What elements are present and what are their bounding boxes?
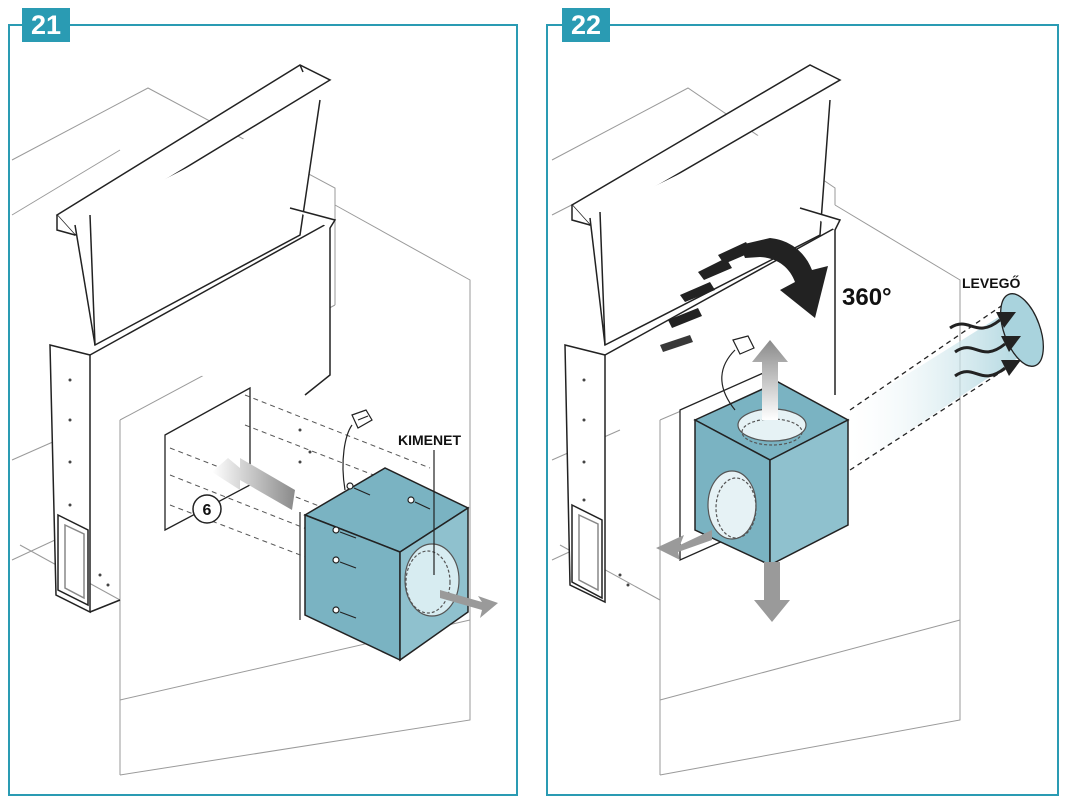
downdraft-hood-22	[564, 64, 842, 604]
downdraft-hood	[49, 64, 337, 614]
up-arrow	[752, 340, 788, 420]
step-21-drawing	[11, 64, 498, 776]
step-22-drawing	[551, 64, 1044, 776]
hood-screw-dots	[68, 378, 312, 587]
down-arrow	[754, 562, 790, 622]
hood-screw-dots-22	[582, 378, 630, 587]
power-connector	[342, 409, 373, 491]
part-number-label: 6	[203, 502, 212, 519]
rotation-arc	[660, 238, 828, 352]
air-flow-arrows	[949, 318, 1006, 378]
box-screws	[332, 482, 431, 619]
rotation-label: 360°	[842, 284, 892, 311]
air-duct	[849, 293, 1044, 471]
step-22-badge: 22	[562, 8, 610, 42]
air-label: LEVEGŐ	[962, 274, 1020, 291]
insert-arrow	[212, 458, 295, 510]
outlet-arrow	[440, 590, 498, 618]
outlet-collar	[404, 543, 460, 617]
side-outlet	[707, 470, 757, 540]
left-arrow	[656, 530, 712, 560]
air-flow-arrowheads	[996, 312, 1021, 376]
step-21-badge: 21	[22, 8, 70, 42]
motor-box	[299, 467, 470, 662]
part-number-callout	[192, 494, 222, 524]
power-connector-22	[721, 335, 755, 411]
kimenet-label: KIMENET	[398, 432, 461, 448]
